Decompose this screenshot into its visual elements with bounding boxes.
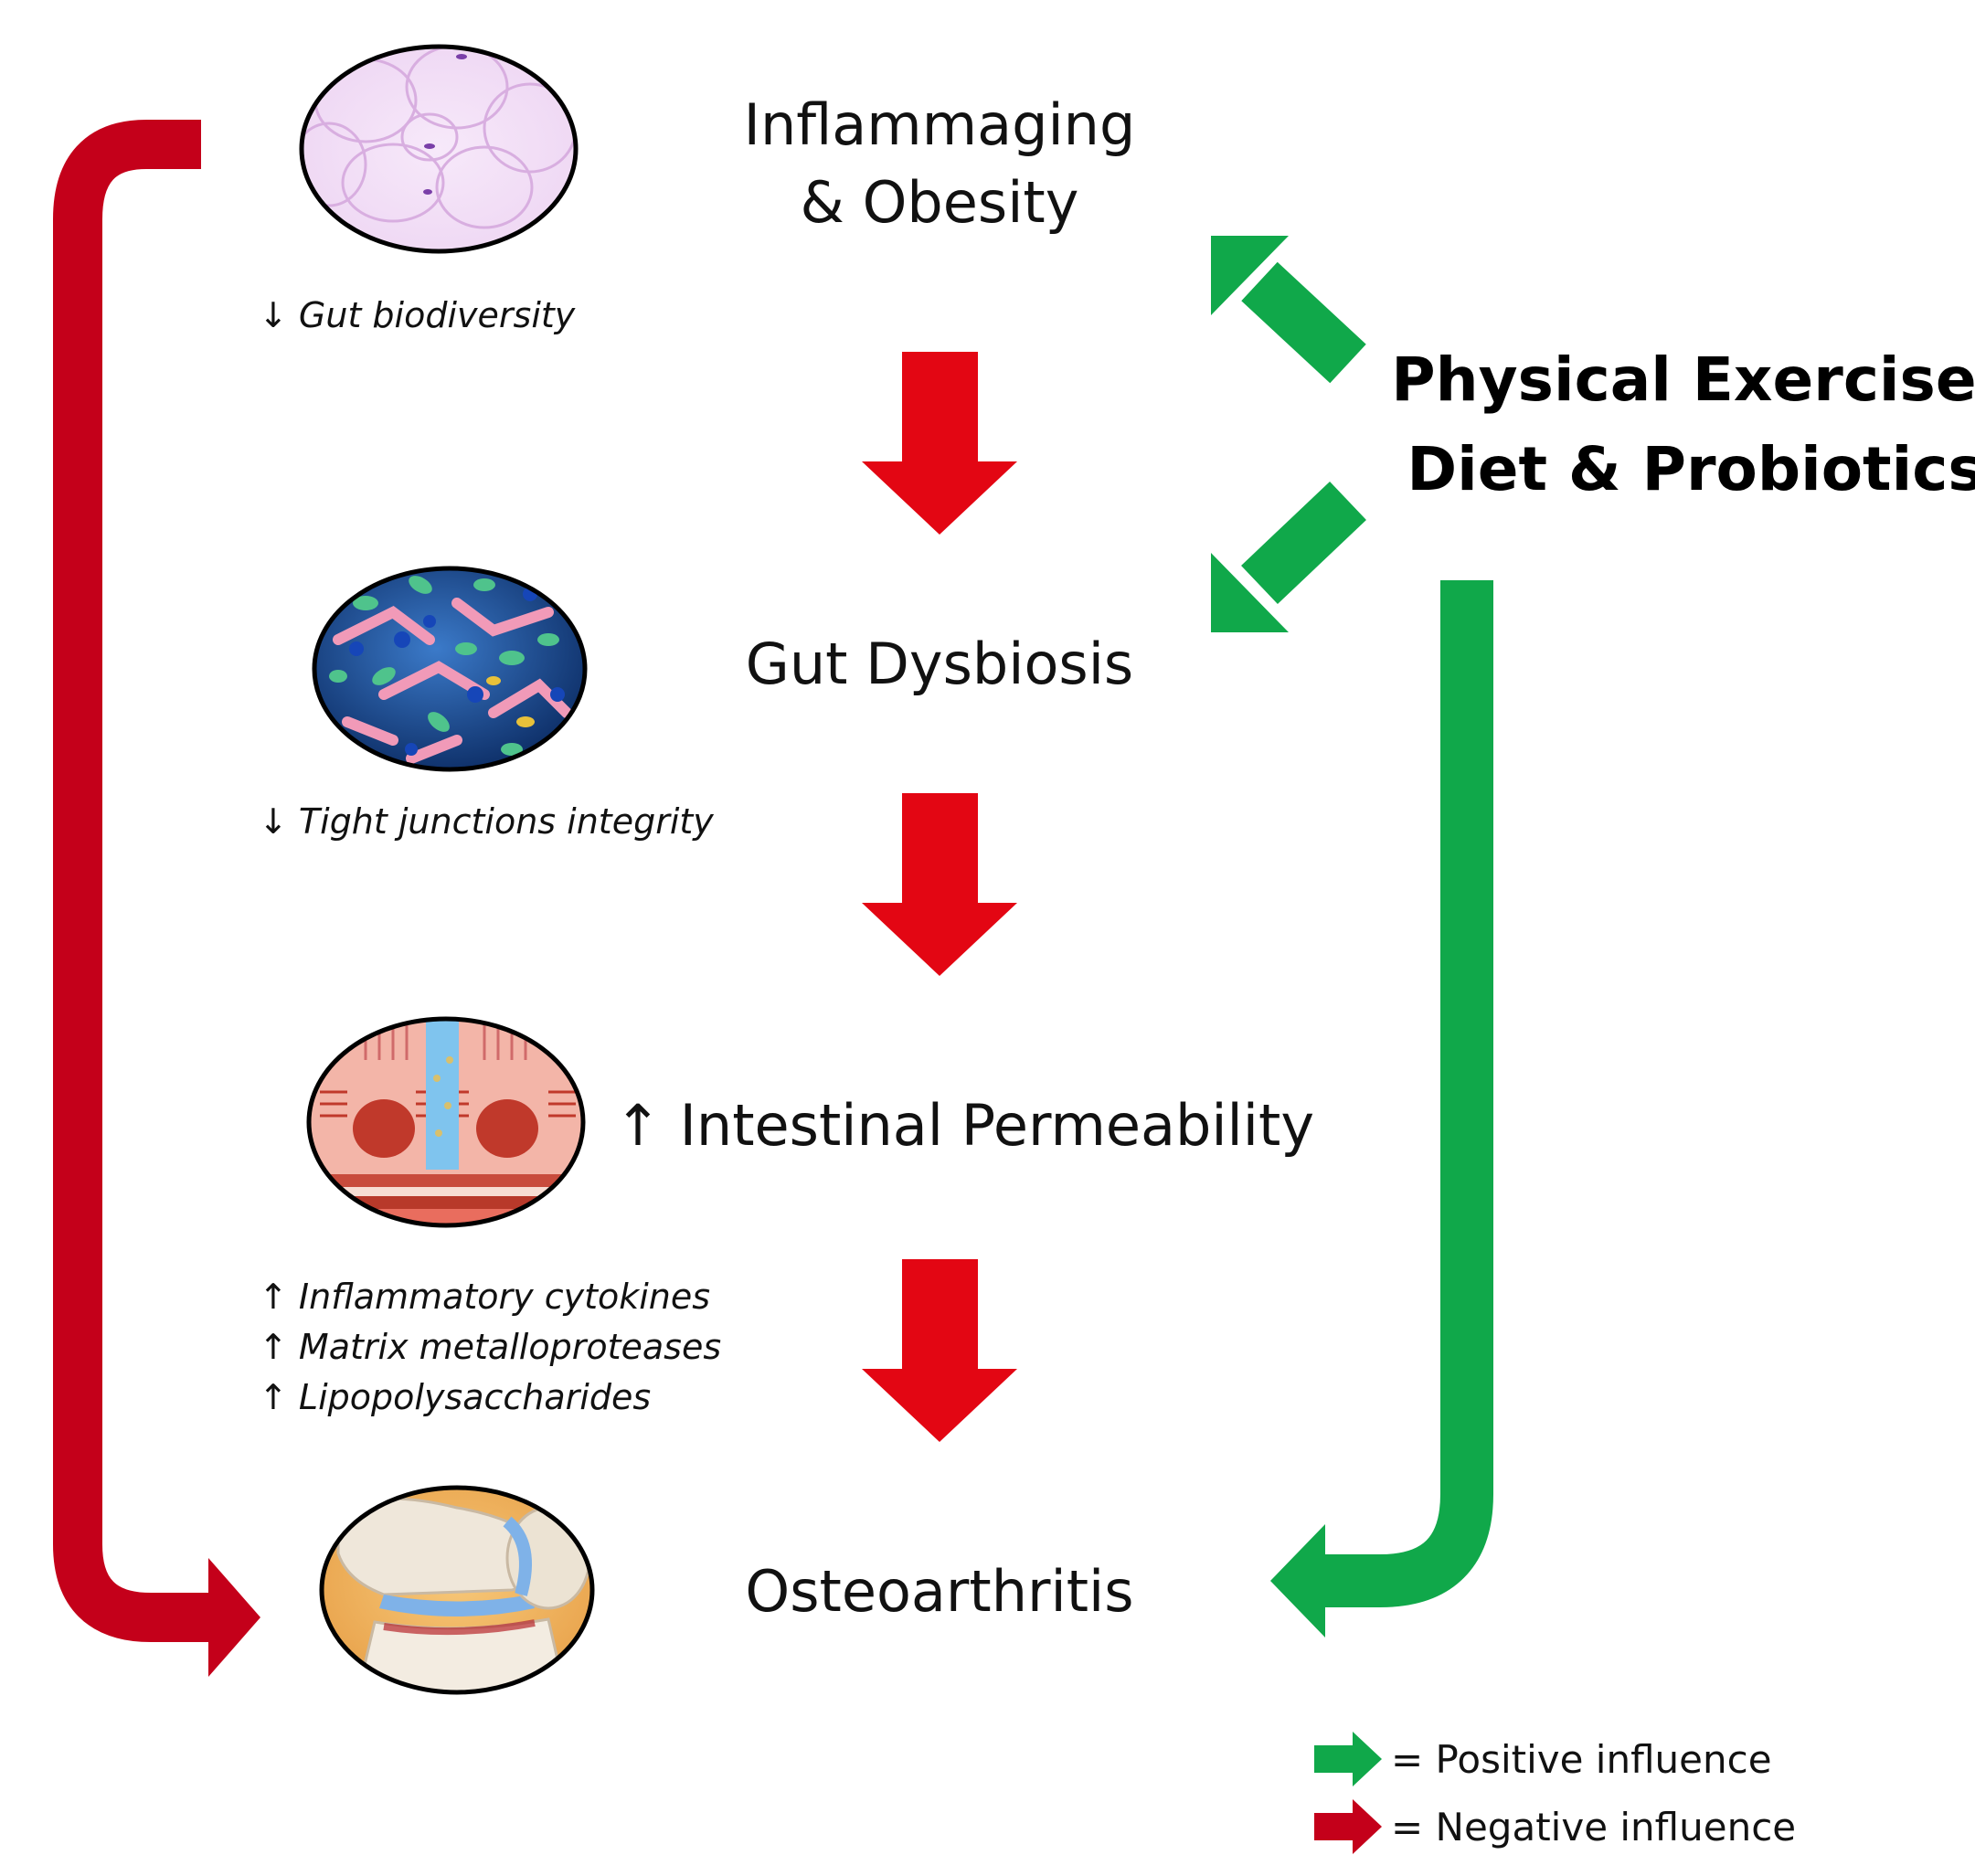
red-down-arrow-3: [862, 1259, 1017, 1442]
intervention-line1: Physical Exercise,: [1391, 344, 1975, 415]
green-arrow-to-dysbiosis: [1211, 481, 1366, 632]
label-inflammaging: Inflammaging: [744, 91, 1136, 158]
red-loop-arrowhead: [208, 1558, 260, 1677]
red-down-arrow-2: [862, 793, 1017, 976]
intervention-line2: Diet & Probiotics: [1407, 434, 1975, 504]
knee-joint-image: [319, 1485, 595, 1695]
label-intestinal-permeability: ↑ Intestinal Permeability: [614, 1092, 1314, 1159]
label-gut-dysbiosis: Gut Dysbiosis: [746, 631, 1133, 697]
note-metalloproteases: ↑ Matrix metalloproteases: [259, 1327, 721, 1367]
note-tight-junctions: ↓ Tight junctions integrity: [259, 801, 714, 842]
red-loop-arrow: [53, 120, 210, 1642]
green-arrowhead-osteoarthritis: [1270, 1524, 1325, 1638]
label-osteoarthritis: Osteoarthritis: [745, 1558, 1133, 1625]
legend-green-arrow-icon: [1314, 1732, 1382, 1786]
green-arrow-to-inflammaging: [1211, 236, 1366, 384]
label-obesity: & Obesity: [801, 169, 1079, 236]
gut-bacteria-image: [312, 566, 588, 772]
note-lipopolysaccharides: ↑ Lipopolysaccharides: [259, 1377, 651, 1417]
legend-red-arrow-icon: [1314, 1799, 1382, 1854]
green-arrow-to-osteoarthritis: [1316, 580, 1493, 1607]
adipose-tissue-image: [299, 44, 579, 254]
red-down-arrow-1: [862, 352, 1017, 535]
legend: = Positive influence = Negative influenc…: [1314, 1732, 1796, 1854]
legend-negative: = Negative influence: [1391, 1805, 1796, 1850]
note-cytokines: ↑ Inflammatory cytokines: [259, 1277, 710, 1317]
legend-positive: = Positive influence: [1391, 1737, 1772, 1782]
note-gut-biodiversity: ↓ Gut biodiversity: [259, 295, 576, 335]
intestinal-epithelium-image: [306, 1016, 586, 1228]
